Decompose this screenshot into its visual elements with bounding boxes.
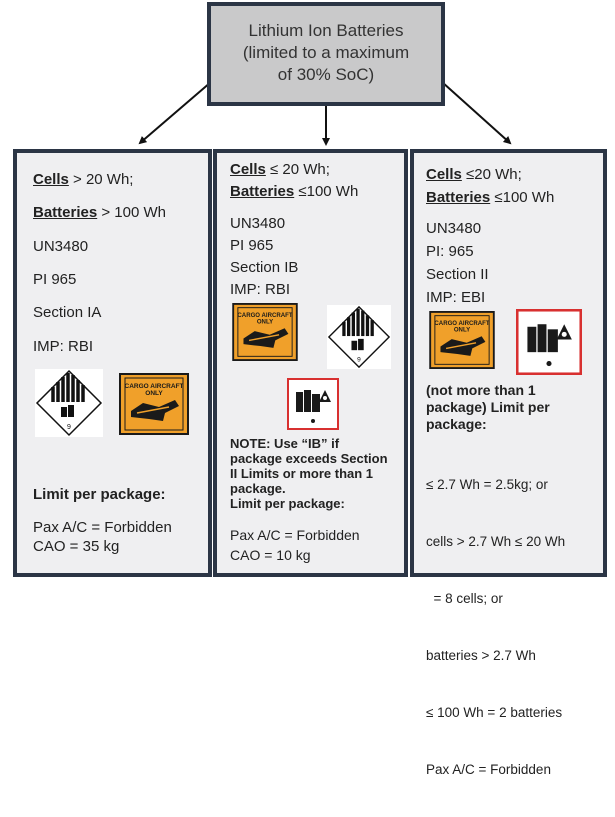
section-ib-note: NOTE: Use “IB” if package exceeds Sectio… bbox=[230, 436, 388, 511]
imp-code: IMP: RBI bbox=[230, 281, 291, 298]
cao-limit: CAO = 10 kg bbox=[230, 547, 311, 563]
class-9-hazard-label-icon: 9 bbox=[35, 369, 103, 437]
section-name: Section IA bbox=[33, 304, 102, 321]
limit-line: cells > 2.7 Wh ≤ 20 Wh bbox=[426, 534, 566, 549]
imp-code: IMP: RBI bbox=[33, 338, 94, 355]
batteries-criteria: Batteries > 100 Wh bbox=[33, 204, 166, 221]
connector-arrows bbox=[138, 81, 512, 146]
section-name: Section IB bbox=[230, 259, 299, 276]
batteries-criteria: Batteries ≤100 Wh bbox=[426, 189, 555, 206]
section-ii-limits: ≤ 2.7 Wh = 2.5kg; or cells > 2.7 Wh ≤ 20… bbox=[426, 437, 565, 817]
svg-text:ONLY: ONLY bbox=[257, 319, 273, 326]
top-line-1: Lithium Ion Batteries bbox=[248, 21, 404, 40]
pax-limit: Pax A/C = Forbidden bbox=[33, 519, 172, 536]
limit-line: ≤ 100 Wh = 2 batteries bbox=[426, 705, 563, 720]
cao-limit: CAO = 35 kg bbox=[33, 538, 120, 555]
packing-instruction: PI: 965 bbox=[426, 243, 474, 260]
svg-text:9: 9 bbox=[67, 424, 71, 431]
cells-criteria: Cells ≤20 Wh; bbox=[426, 166, 522, 183]
svg-text:9: 9 bbox=[357, 356, 361, 363]
limit-line: ≤ 2.7 Wh = 2.5kg; or bbox=[426, 477, 548, 492]
arrow-to-section-ia bbox=[138, 81, 212, 145]
arrow-to-section-ii bbox=[441, 81, 512, 145]
lithium-battery-mark-icon bbox=[516, 309, 582, 375]
pax-limit: Pax A/C = Forbidden bbox=[426, 762, 551, 777]
pax-limit: Pax A/C = Forbidden bbox=[230, 527, 360, 543]
section-ia-column: Cells > 20 Wh; Batteries > 100 Wh UN3480… bbox=[13, 149, 212, 577]
class-9-hazard-label-icon: 9 bbox=[327, 305, 391, 369]
limit-per-package-title: Limit per package: bbox=[33, 486, 166, 503]
cells-criteria: Cells ≤ 20 Wh; bbox=[230, 161, 330, 178]
un-number: UN3480 bbox=[426, 220, 482, 237]
top-line-3: of 30% SoC) bbox=[277, 65, 375, 84]
cells-criteria: Cells > 20 Wh; bbox=[33, 171, 134, 188]
section-ib-column: Cells ≤ 20 Wh; Batteries ≤100 Wh UN3480 … bbox=[213, 149, 408, 577]
section-name: Section II bbox=[426, 266, 489, 283]
svg-text:ONLY: ONLY bbox=[454, 327, 470, 334]
cargo-aircraft-only-label-icon: CARGO AIRCRAFT ONLY bbox=[429, 311, 495, 369]
imp-code: IMP: EBI bbox=[426, 289, 486, 306]
section-ii-column: Cells ≤20 Wh; Batteries ≤100 Wh UN3480 P… bbox=[410, 149, 607, 777]
batteries-criteria: Batteries ≤100 Wh bbox=[230, 183, 359, 200]
cargo-aircraft-only-label-icon: CARGO AIRCRAFT ONLY bbox=[119, 373, 189, 435]
packing-instruction: PI 965 bbox=[230, 237, 274, 254]
un-number: UN3480 bbox=[230, 215, 286, 232]
svg-text:ONLY: ONLY bbox=[145, 390, 163, 397]
section-ii-note: (not more than 1 package) Limit per pack… bbox=[426, 382, 550, 432]
packing-instruction: PI 965 bbox=[33, 271, 77, 288]
lithium-ion-batteries-box: Lithium Ion Batteries (limited to a maxi… bbox=[207, 2, 445, 106]
lithium-battery-mark-icon bbox=[287, 378, 339, 430]
limit-line: batteries > 2.7 Wh bbox=[426, 648, 536, 663]
svg-text:CARGO AIRCRAFT: CARGO AIRCRAFT bbox=[125, 383, 184, 390]
top-line-2: (limited to a maximum bbox=[242, 43, 410, 62]
un-number: UN3480 bbox=[33, 238, 89, 255]
svg-text:CARGO AIRCRAFT: CARGO AIRCRAFT bbox=[434, 320, 489, 327]
svg-text:CARGO AIRCRAFT: CARGO AIRCRAFT bbox=[237, 312, 292, 319]
cargo-aircraft-only-label-icon: CARGO AIRCRAFT ONLY bbox=[232, 303, 298, 361]
limit-line: = 8 cells; or bbox=[426, 591, 503, 606]
